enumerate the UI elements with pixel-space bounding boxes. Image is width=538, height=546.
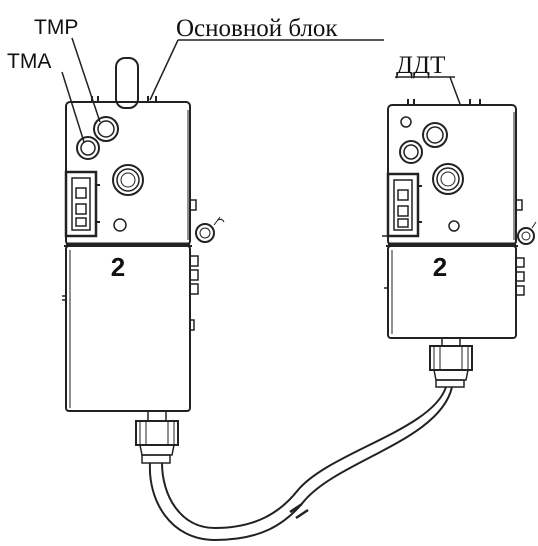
cable-gland-right — [429, 337, 473, 388]
leader-lines — [61, 37, 461, 143]
ddt-label: ДДТ — [396, 52, 445, 79]
ddt-indicator-lower — [399, 140, 423, 164]
battery-slot — [64, 170, 100, 238]
ddt-battery-slot — [386, 172, 422, 238]
tmr-label: ТМР — [34, 16, 78, 39]
main-block-unit — [62, 57, 225, 464]
connector — [112, 164, 144, 196]
ddt-connector — [432, 163, 464, 195]
tma-indicator — [76, 136, 100, 160]
tmr-indicator — [93, 116, 119, 142]
ddt-unit — [382, 99, 537, 388]
ddt-lower-body — [387, 245, 517, 339]
ddt-side-knob — [517, 221, 537, 245]
ddt-indicator-upper — [422, 122, 448, 148]
right-unit-number: 2 — [433, 252, 447, 282]
main-block-label: Основной блок — [176, 15, 338, 42]
antenna — [115, 57, 139, 109]
cable-gland-left — [135, 410, 179, 464]
main-block-lower-body — [65, 245, 191, 412]
left-unit-number: 2 — [111, 252, 125, 282]
connecting-cable — [148, 386, 453, 542]
tma-label: ТМА — [7, 50, 51, 73]
side-knob — [195, 216, 225, 243]
